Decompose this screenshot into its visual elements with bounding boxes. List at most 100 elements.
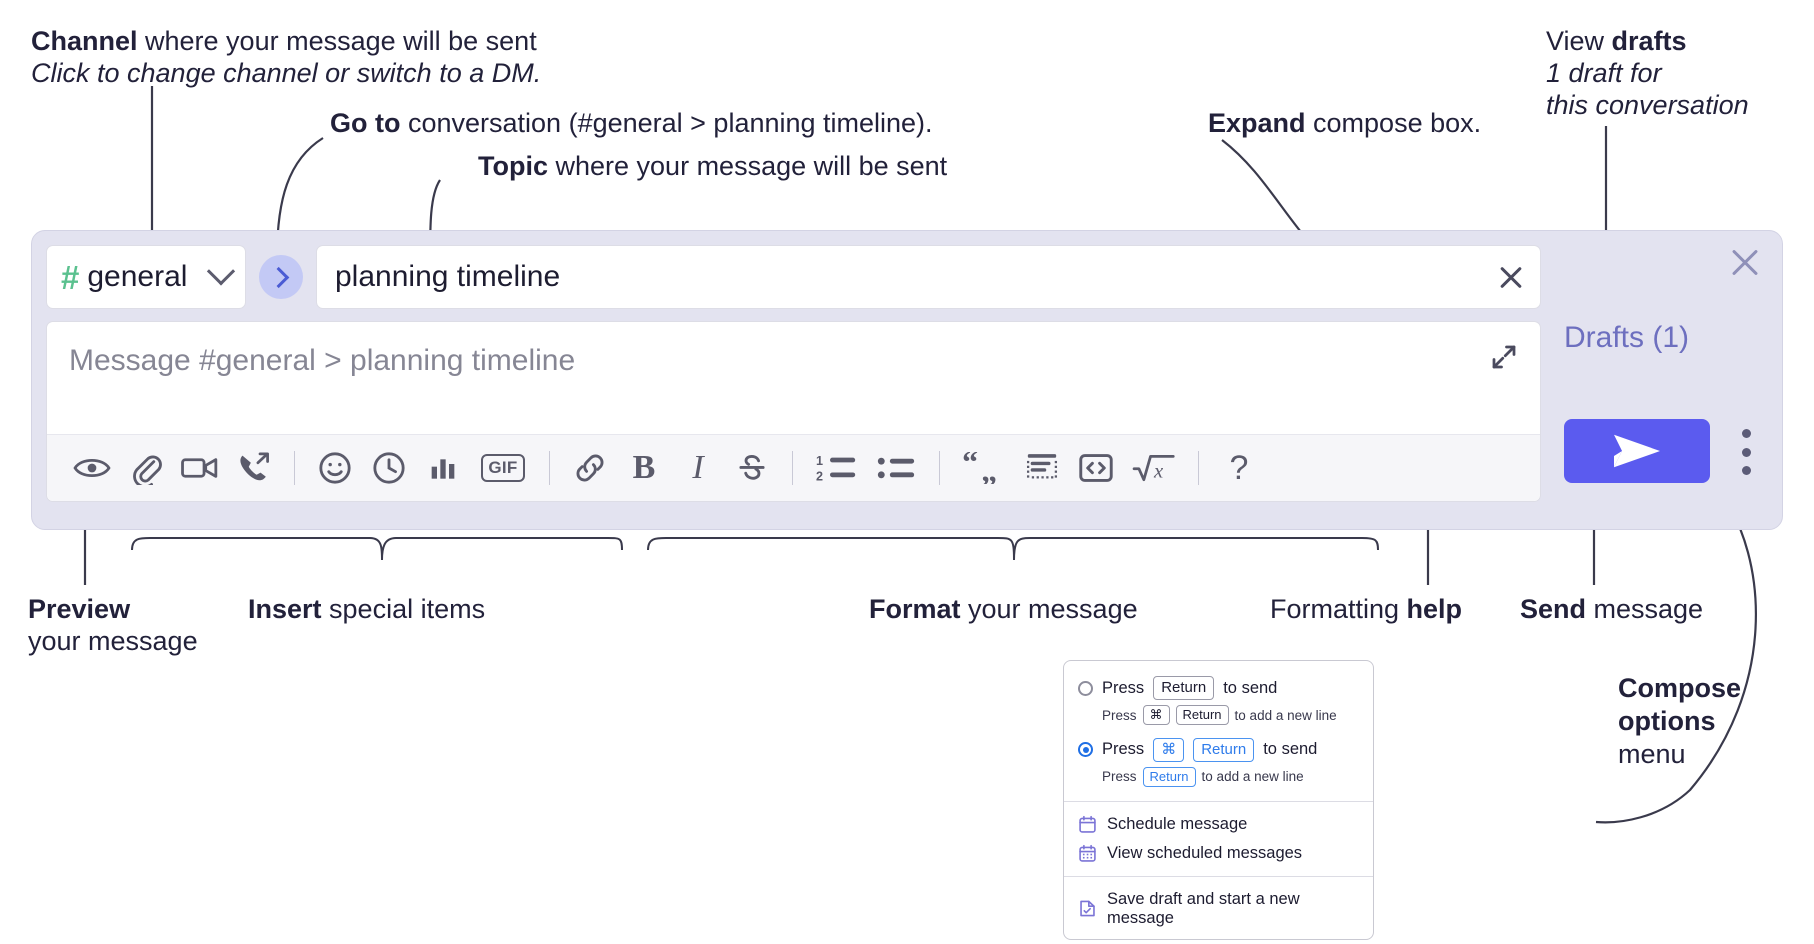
- annotation-send: Send message: [1520, 594, 1703, 626]
- strikethrough-button[interactable]: [725, 441, 779, 495]
- preview-button[interactable]: [65, 441, 119, 495]
- annotation-compose-rest: menu: [1618, 738, 1686, 769]
- annotation-topic: Topic where your message will be sent: [478, 151, 947, 183]
- bold-label: B: [632, 449, 656, 486]
- radio-button-return-to-send[interactable]: [1078, 680, 1093, 696]
- blockquote-button[interactable]: “ „: [953, 441, 1015, 495]
- compose-inner: # general planning timeline Message #gen…: [46, 245, 1541, 517]
- menu-divider-1: [1064, 800, 1373, 802]
- italic-button[interactable]: I: [671, 441, 725, 495]
- svg-text:x: x: [1153, 461, 1163, 483]
- question-mark-icon: ?: [1229, 448, 1249, 487]
- clear-topic-icon[interactable]: [1496, 262, 1526, 292]
- menu-divider-2: [1064, 875, 1373, 877]
- compose-options-button[interactable]: [1741, 429, 1751, 475]
- radio-2-key-return: Return: [1193, 737, 1255, 763]
- attach-button[interactable]: [119, 441, 173, 495]
- compose-right-rail: Drafts (1): [1556, 231, 1784, 531]
- compose-options-menu: Press Return to send Press ⌘ Return to a…: [1063, 660, 1374, 940]
- document-check-icon: [1078, 899, 1097, 918]
- schedule-button[interactable]: [362, 441, 416, 495]
- message-placeholder: Message #general > planning timeline: [69, 344, 576, 377]
- annotation-drafts-italic-2: this conversation: [1546, 89, 1749, 120]
- video-button[interactable]: [173, 441, 227, 495]
- annotation-insert-rest: special items: [321, 594, 486, 624]
- annotation-compose-options: Compose options menu: [1618, 672, 1741, 771]
- annotation-drafts-italic-1: 1 draft for: [1546, 57, 1662, 88]
- annotation-format-bold: Format: [869, 594, 961, 624]
- link-button[interactable]: [563, 441, 617, 495]
- topic-value: planning timeline: [335, 260, 561, 293]
- menu-radio-option-1[interactable]: Press Return to send: [1064, 673, 1373, 703]
- formatting-help-button[interactable]: ?: [1212, 441, 1266, 495]
- annotation-compose-bold-1: Compose: [1618, 673, 1742, 703]
- svg-text:„: „: [981, 452, 997, 484]
- radio-2-press: Press: [1102, 740, 1145, 759]
- compose-top-row: # general planning timeline: [46, 245, 1541, 309]
- annotation-help-bold: help: [1406, 594, 1463, 624]
- huddle-button[interactable]: [227, 441, 281, 495]
- channel-selector[interactable]: # general: [46, 245, 246, 309]
- kebab-dot-1: [1741, 429, 1751, 438]
- separator-3: [792, 451, 793, 485]
- separator-4: [939, 451, 940, 485]
- annotation-format-rest: your message: [960, 594, 1138, 624]
- bulleted-list-button[interactable]: [868, 441, 926, 495]
- menu-radio-option-1-sub: Press ⌘ Return to add a new line: [1064, 703, 1373, 731]
- send-button[interactable]: [1564, 419, 1710, 483]
- topic-input[interactable]: planning timeline: [316, 245, 1541, 309]
- code-button[interactable]: [1069, 441, 1123, 495]
- menu-item-save-draft-label: Save draft and start a new message: [1107, 889, 1300, 927]
- formatting-toolbar: GIF B I: [47, 434, 1540, 501]
- menu-item-save-draft[interactable]: Save draft and start a new message: [1064, 885, 1373, 933]
- calendar-grid-icon: [1078, 844, 1097, 863]
- annotation-insert: Insert special items: [248, 594, 485, 626]
- menu-radio-option-2[interactable]: Press ⌘ Return to send: [1064, 735, 1373, 765]
- annotation-topic-bold: Topic: [478, 151, 548, 181]
- radio-1-sub-key-cmd: ⌘: [1142, 705, 1170, 725]
- annotation-topic-rest: where your message will be sent: [548, 151, 948, 181]
- kebab-dot-2: [1741, 447, 1751, 457]
- chevron-down-icon: [206, 257, 236, 286]
- radio-1-press: Press: [1102, 678, 1145, 697]
- radio-button-cmd-return-to-send[interactable]: [1078, 742, 1093, 758]
- separator-2: [549, 451, 550, 485]
- go-to-conversation-button[interactable]: [259, 255, 303, 299]
- radio-1-sub-key-return: Return: [1175, 705, 1229, 725]
- gif-button[interactable]: GIF: [470, 441, 536, 495]
- ordered-list-button[interactable]: 1 2: [806, 441, 868, 495]
- radio-2-key-cmd: ⌘: [1153, 737, 1185, 763]
- annotation-goto-bold: Go to: [330, 108, 401, 138]
- drafts-link[interactable]: Drafts (1): [1564, 321, 1690, 354]
- annotation-channel: Channel where your message will be sent …: [31, 26, 541, 90]
- annotation-drafts-bold: drafts: [1611, 26, 1687, 56]
- annotation-send-rest: message: [1586, 594, 1704, 624]
- menu-item-view-scheduled-label: View scheduled messages: [1107, 843, 1303, 862]
- annotation-format: Format your message: [869, 594, 1138, 626]
- italic-label: I: [692, 449, 704, 486]
- radio-1-sub-press: Press: [1102, 707, 1137, 723]
- radio-1-tail: to send: [1223, 678, 1278, 697]
- math-button[interactable]: x: [1123, 441, 1185, 495]
- annotation-help-pre: Formatting: [1270, 594, 1407, 624]
- message-input-area[interactable]: Message #general > planning timeline: [46, 321, 1541, 502]
- compose-box: # general planning timeline Message #gen…: [31, 230, 1783, 530]
- annotation-send-bold: Send: [1520, 594, 1587, 624]
- emoji-button[interactable]: [308, 441, 362, 495]
- expand-compose-icon[interactable]: [1489, 342, 1519, 372]
- radio-2-sub-key-return: Return: [1142, 767, 1196, 787]
- annotation-expand-rest: compose box.: [1305, 108, 1482, 138]
- annotation-formatting-help: Formatting help: [1270, 594, 1462, 626]
- radio-2-sub-tail: to add a new line: [1201, 769, 1304, 785]
- annotation-expand: Expand compose box.: [1208, 108, 1481, 140]
- codeblock-button[interactable]: [1015, 441, 1069, 495]
- radio-1-key-return: Return: [1153, 676, 1215, 701]
- poll-button[interactable]: [416, 441, 470, 495]
- annotation-channel-italic: Click to change channel or switch to a D…: [31, 57, 542, 88]
- annotation-goto: Go to conversation (#general > planning …: [330, 108, 933, 140]
- bold-button[interactable]: B: [617, 441, 671, 495]
- menu-item-schedule-message[interactable]: Schedule message: [1064, 810, 1373, 839]
- close-compose-icon[interactable]: [1728, 245, 1762, 279]
- svg-text:1: 1: [816, 454, 823, 468]
- menu-item-view-scheduled[interactable]: View scheduled messages: [1064, 839, 1373, 868]
